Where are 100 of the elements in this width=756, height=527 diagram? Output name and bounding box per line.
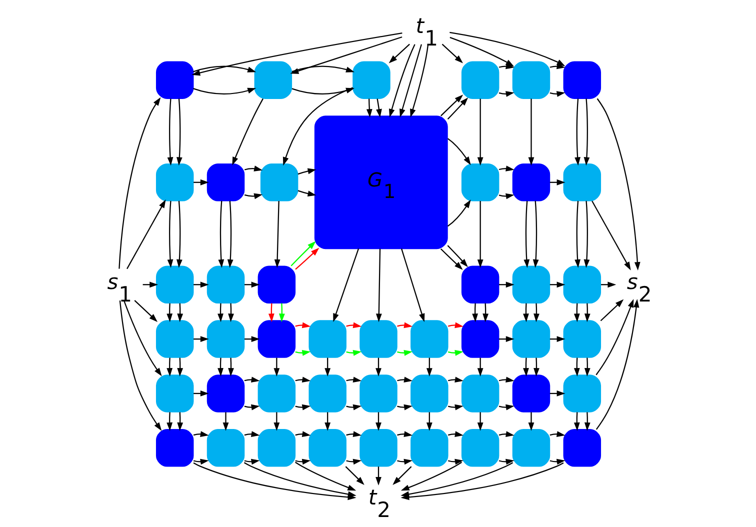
arrow xyxy=(244,165,262,171)
arrow xyxy=(498,192,514,199)
arrow xyxy=(476,412,483,430)
arrow xyxy=(290,240,316,266)
arrow xyxy=(447,458,463,464)
arrow xyxy=(522,302,528,322)
node-box xyxy=(460,428,499,466)
arrow xyxy=(584,412,590,430)
node-box xyxy=(359,428,397,466)
arrow xyxy=(498,90,514,96)
arrow xyxy=(243,462,356,497)
arrow xyxy=(273,412,280,430)
arrow xyxy=(294,247,319,270)
arrow xyxy=(176,302,183,322)
arrow xyxy=(584,357,590,376)
node-box xyxy=(512,265,550,303)
arrow xyxy=(375,466,381,485)
arrow xyxy=(447,350,463,356)
arrow xyxy=(447,430,463,436)
arrow xyxy=(441,43,462,63)
arrow xyxy=(166,302,172,322)
arrow xyxy=(134,300,158,322)
arrow xyxy=(294,376,310,382)
arrow xyxy=(122,300,162,376)
node-box xyxy=(155,374,194,412)
arrow xyxy=(532,200,538,268)
arrow xyxy=(176,412,183,430)
node-box xyxy=(308,320,346,358)
arrow xyxy=(294,458,310,464)
arrow xyxy=(294,322,310,328)
arrow xyxy=(533,302,539,322)
node-box xyxy=(206,320,244,358)
node-box xyxy=(562,320,601,358)
arrow xyxy=(346,350,362,356)
arrow xyxy=(273,357,280,376)
arrow xyxy=(522,357,528,376)
arrow xyxy=(366,98,372,118)
arrow xyxy=(549,458,565,464)
arrow xyxy=(591,200,630,270)
arrow xyxy=(396,376,412,382)
arrow xyxy=(375,357,381,376)
arrow xyxy=(222,412,228,430)
node-box xyxy=(308,374,346,412)
arrow xyxy=(573,357,580,376)
node-box xyxy=(512,60,550,98)
arrow xyxy=(244,458,260,464)
arrow xyxy=(400,461,462,490)
arrow xyxy=(549,90,565,96)
arrow xyxy=(166,200,173,268)
arrow xyxy=(324,357,330,376)
arrow xyxy=(396,322,412,328)
arrow xyxy=(244,192,262,199)
node-box xyxy=(257,428,296,466)
arrow xyxy=(600,298,624,321)
arrow xyxy=(388,44,415,117)
arrow xyxy=(344,466,364,484)
arrow xyxy=(244,430,260,436)
arrow xyxy=(476,357,483,376)
node-box xyxy=(562,374,601,412)
arrow xyxy=(584,302,590,322)
arrow xyxy=(176,200,182,268)
node-box xyxy=(562,163,601,201)
arrow xyxy=(498,62,514,69)
arrow xyxy=(392,466,412,484)
arrow xyxy=(294,430,310,436)
arrow xyxy=(294,404,310,410)
arrow xyxy=(126,198,166,269)
node-box xyxy=(562,60,601,98)
arrow xyxy=(523,200,530,268)
node-box xyxy=(257,374,296,412)
node-box xyxy=(460,265,499,303)
arrow xyxy=(346,376,362,382)
arrow xyxy=(396,430,412,436)
arrow xyxy=(375,412,381,430)
arrow xyxy=(410,44,428,117)
arrow xyxy=(226,200,233,268)
arrow xyxy=(573,412,580,430)
arrow xyxy=(332,248,359,322)
arrow xyxy=(498,165,514,171)
node-box xyxy=(460,60,499,98)
arrow xyxy=(118,96,160,268)
node-box xyxy=(155,428,194,466)
arrow xyxy=(482,302,488,322)
node-box xyxy=(206,374,244,412)
node-box xyxy=(352,60,390,98)
arrow xyxy=(583,200,590,268)
arrow xyxy=(297,168,316,174)
arrow xyxy=(447,322,463,328)
arrow xyxy=(217,357,223,376)
node-box xyxy=(512,428,550,466)
arrow xyxy=(596,98,640,270)
node-box xyxy=(308,428,346,466)
arrow xyxy=(440,248,462,270)
arrow xyxy=(447,376,463,382)
arrow xyxy=(192,430,208,436)
arrow xyxy=(396,458,412,464)
arrow xyxy=(274,200,280,268)
node-box xyxy=(155,265,194,303)
arrow xyxy=(595,298,639,430)
arrow xyxy=(528,98,534,166)
